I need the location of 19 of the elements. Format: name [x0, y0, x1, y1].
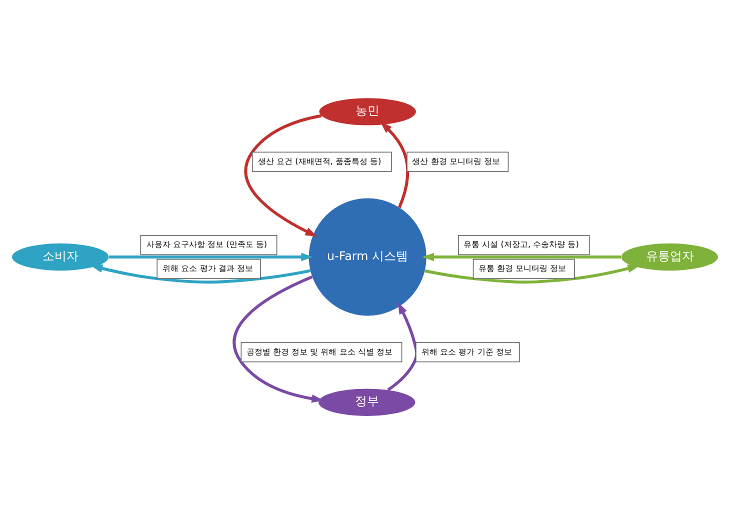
node-ellipse: 소비자	[12, 243, 109, 271]
arrow	[387, 302, 418, 392]
edge-label: 위해 요소 평가 결과 정보	[162, 262, 254, 273]
arrow	[380, 122, 410, 208]
edge-label: 생산 요건 (재배면적, 품종특성 등)	[258, 156, 382, 166]
arrow	[424, 264, 640, 284]
edge-label: 공정별 환경 정보 및 위해 요소 식별 정보	[246, 346, 393, 356]
edge-label: 사용자 요구사항 정보 (만족도 등)	[146, 239, 268, 250]
arrow	[244, 114, 322, 237]
node-ellipse: 농민	[319, 98, 416, 126]
edge-label: 유통 환경 모니터링 정보	[478, 262, 566, 273]
edge-label: 유통 시설 (저장고, 수송차량 등)	[464, 239, 579, 250]
arrow	[90, 264, 311, 284]
edge-label: 생산 환경 모니터링 정보	[412, 156, 500, 166]
edge-label: 위해 요소 평가 기준 정보	[422, 346, 512, 356]
arrow	[422, 252, 622, 262]
node-ellipse: 정부	[318, 388, 416, 416]
node-ellipse: 유통업자	[621, 243, 718, 271]
arrow	[109, 252, 314, 262]
